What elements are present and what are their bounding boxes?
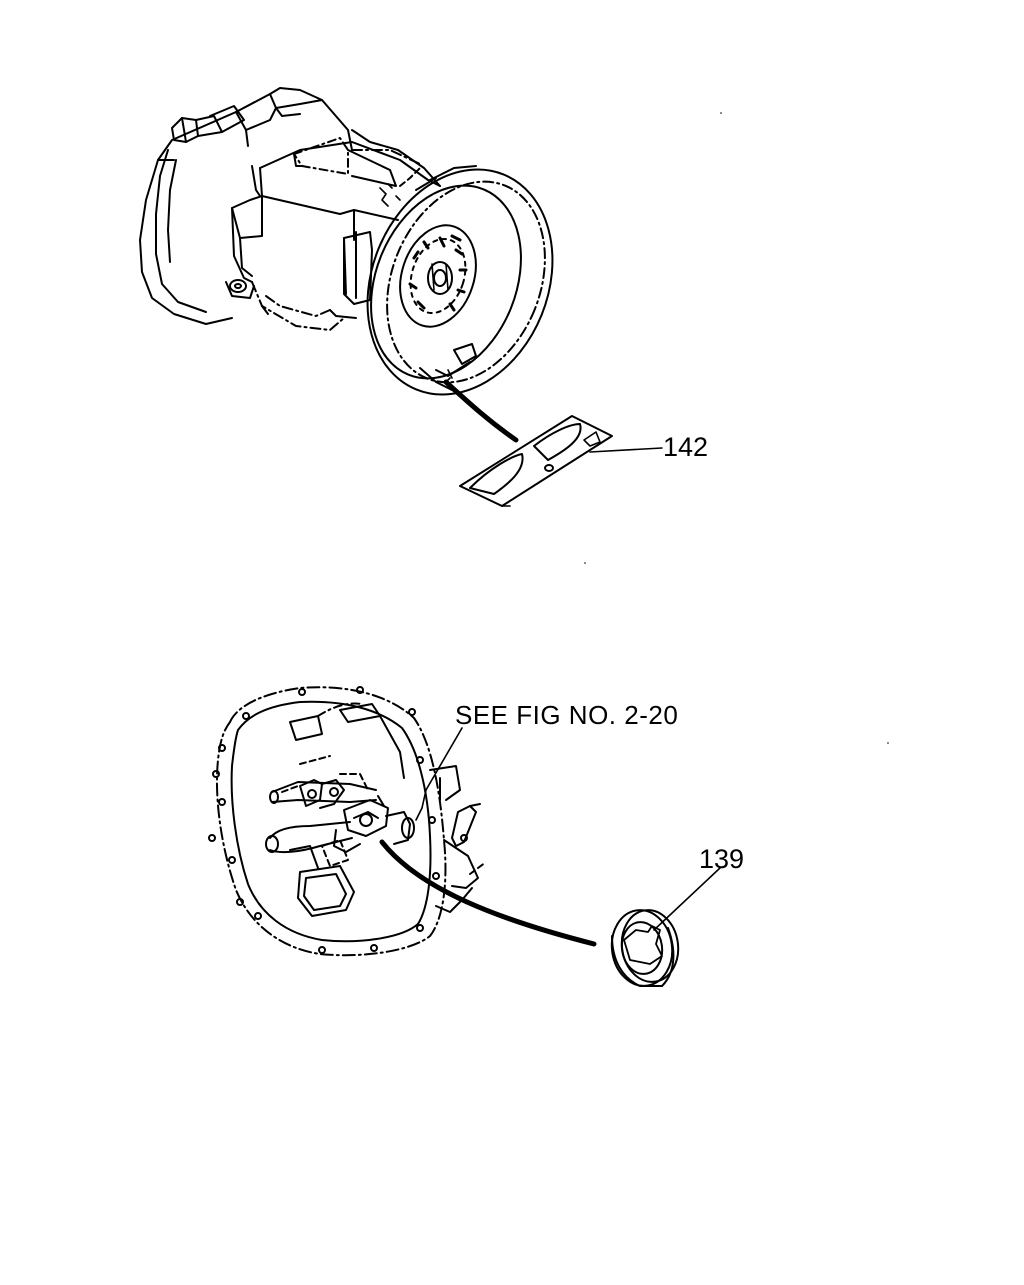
part-number-142-label: 142 — [663, 432, 709, 462]
leader-line-139 — [654, 868, 720, 930]
clutch-disc — [388, 215, 489, 336]
cover-plate-142 — [460, 416, 612, 506]
shift-shaft — [266, 774, 414, 852]
transmission-assembly — [140, 88, 585, 423]
main-case — [232, 130, 440, 330]
bell-housing — [335, 141, 585, 422]
rear-case — [140, 88, 352, 324]
leader-line-reference — [422, 728, 462, 808]
see-figure-reference-label: SEE FIG NO. 2-20 — [455, 700, 679, 730]
leader-line-142 — [590, 448, 662, 452]
part-number-139-label: 139 — [699, 844, 745, 874]
oil-seal-139 — [607, 906, 683, 990]
leader-142-arrow — [446, 382, 516, 440]
housing-flange-outline — [217, 687, 445, 955]
housing-flange-assembly — [209, 687, 486, 955]
leader-139-arrow — [382, 842, 594, 944]
